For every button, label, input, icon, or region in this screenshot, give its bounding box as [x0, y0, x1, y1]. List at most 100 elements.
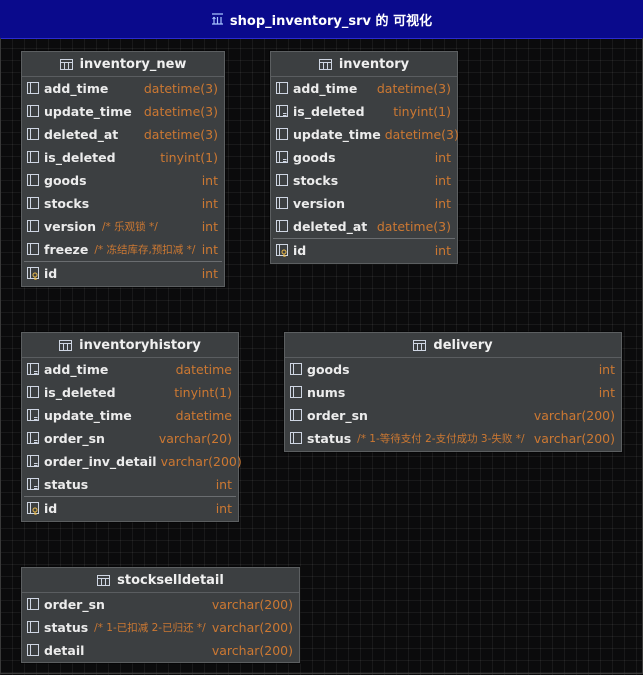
- field-name: is_deleted: [44, 150, 116, 165]
- field-name: order_sn: [44, 431, 105, 446]
- field-name: deleted_at: [44, 127, 119, 142]
- field-type: datetime(3): [376, 81, 451, 96]
- table-header[interactable]: delivery: [285, 333, 621, 358]
- table-name: inventory_new: [79, 56, 187, 72]
- field-name: goods: [307, 362, 350, 377]
- field-name: is_deleted: [44, 385, 116, 400]
- field-name: id: [293, 243, 307, 258]
- field-name: update_time: [44, 104, 132, 119]
- column-icon: [27, 598, 39, 611]
- table-header[interactable]: inventory: [271, 52, 457, 77]
- column-icon: [27, 105, 39, 118]
- field-type: datetime(3): [376, 219, 451, 234]
- indexed-column-icon: [27, 478, 39, 491]
- field-name: update_time: [293, 127, 381, 142]
- field-type: datetime(3): [143, 104, 218, 119]
- field-type: datetime(3): [384, 127, 459, 142]
- table-name: inventory: [338, 56, 410, 72]
- field-comment: /* 1-已扣减 2-已归还 */: [94, 622, 206, 634]
- table-icon: [59, 339, 73, 351]
- field-type: varchar(200): [160, 454, 242, 469]
- field-type: int: [434, 150, 451, 165]
- field-name: update_time: [44, 408, 132, 423]
- column-icon: [27, 220, 39, 233]
- indexed-column-icon: [27, 409, 39, 422]
- field-type: varchar(20): [158, 431, 232, 446]
- primary-key-icon: [27, 267, 39, 280]
- column-icon: [27, 644, 39, 657]
- table-icon: [318, 58, 332, 70]
- primary-key-divider: [24, 261, 222, 262]
- table-icon: [97, 574, 111, 586]
- field-row[interactable]: is_deleted tinyint(1): [22, 381, 238, 404]
- table-icon: [413, 339, 427, 351]
- field-comment: /* 1-等待支付 2-支付成功 3-失败 */: [357, 433, 525, 445]
- field-row[interactable]: status/* 1-已扣减 2-已归还 */varchar(200): [22, 616, 299, 639]
- column-icon: [276, 128, 288, 141]
- field-name: order_sn: [44, 597, 105, 612]
- field-name: status: [307, 431, 352, 446]
- table-header[interactable]: inventory_new: [22, 52, 224, 77]
- field-row[interactable]: order_sn varchar(20): [22, 427, 238, 450]
- field-comment: /* 乐观锁 */: [102, 221, 158, 233]
- field-name: status: [44, 477, 89, 492]
- indexed-column-icon: [276, 105, 288, 118]
- field-name: id: [44, 501, 58, 516]
- field-name: order_sn: [307, 408, 368, 423]
- field-type: tinyint(1): [174, 385, 232, 400]
- column-icon: [27, 197, 39, 210]
- field-type: datetime: [175, 362, 232, 377]
- field-type: int: [201, 196, 218, 211]
- column-icon: [27, 243, 39, 256]
- field-type: varchar(200): [211, 643, 293, 658]
- table-name: inventoryhistory: [79, 337, 201, 353]
- column-icon: [276, 82, 288, 95]
- table-header[interactable]: stockselldetail: [22, 568, 299, 593]
- column-icon: [290, 409, 302, 422]
- field-row[interactable]: update_time datetime(3): [22, 100, 224, 123]
- table-header[interactable]: inventoryhistory: [22, 333, 238, 358]
- indexed-column-icon: [27, 455, 39, 468]
- column-icon: [27, 128, 39, 141]
- indexed-column-icon: [276, 151, 288, 164]
- field-row[interactable]: version/* 乐观锁 */int: [22, 215, 224, 238]
- column-icon: [27, 82, 39, 95]
- field-name: nums: [307, 385, 346, 400]
- column-icon: [27, 386, 39, 399]
- field-row[interactable]: freeze/* 冻结库存,预扣减 */int: [22, 238, 224, 261]
- field-type: varchar(200): [211, 620, 293, 635]
- field-row[interactable]: status/* 1-等待支付 2-支付成功 3-失败 */varchar(20…: [285, 427, 621, 450]
- field-name: freeze: [44, 242, 89, 257]
- field-type: int: [201, 266, 218, 281]
- table-name: delivery: [433, 337, 493, 353]
